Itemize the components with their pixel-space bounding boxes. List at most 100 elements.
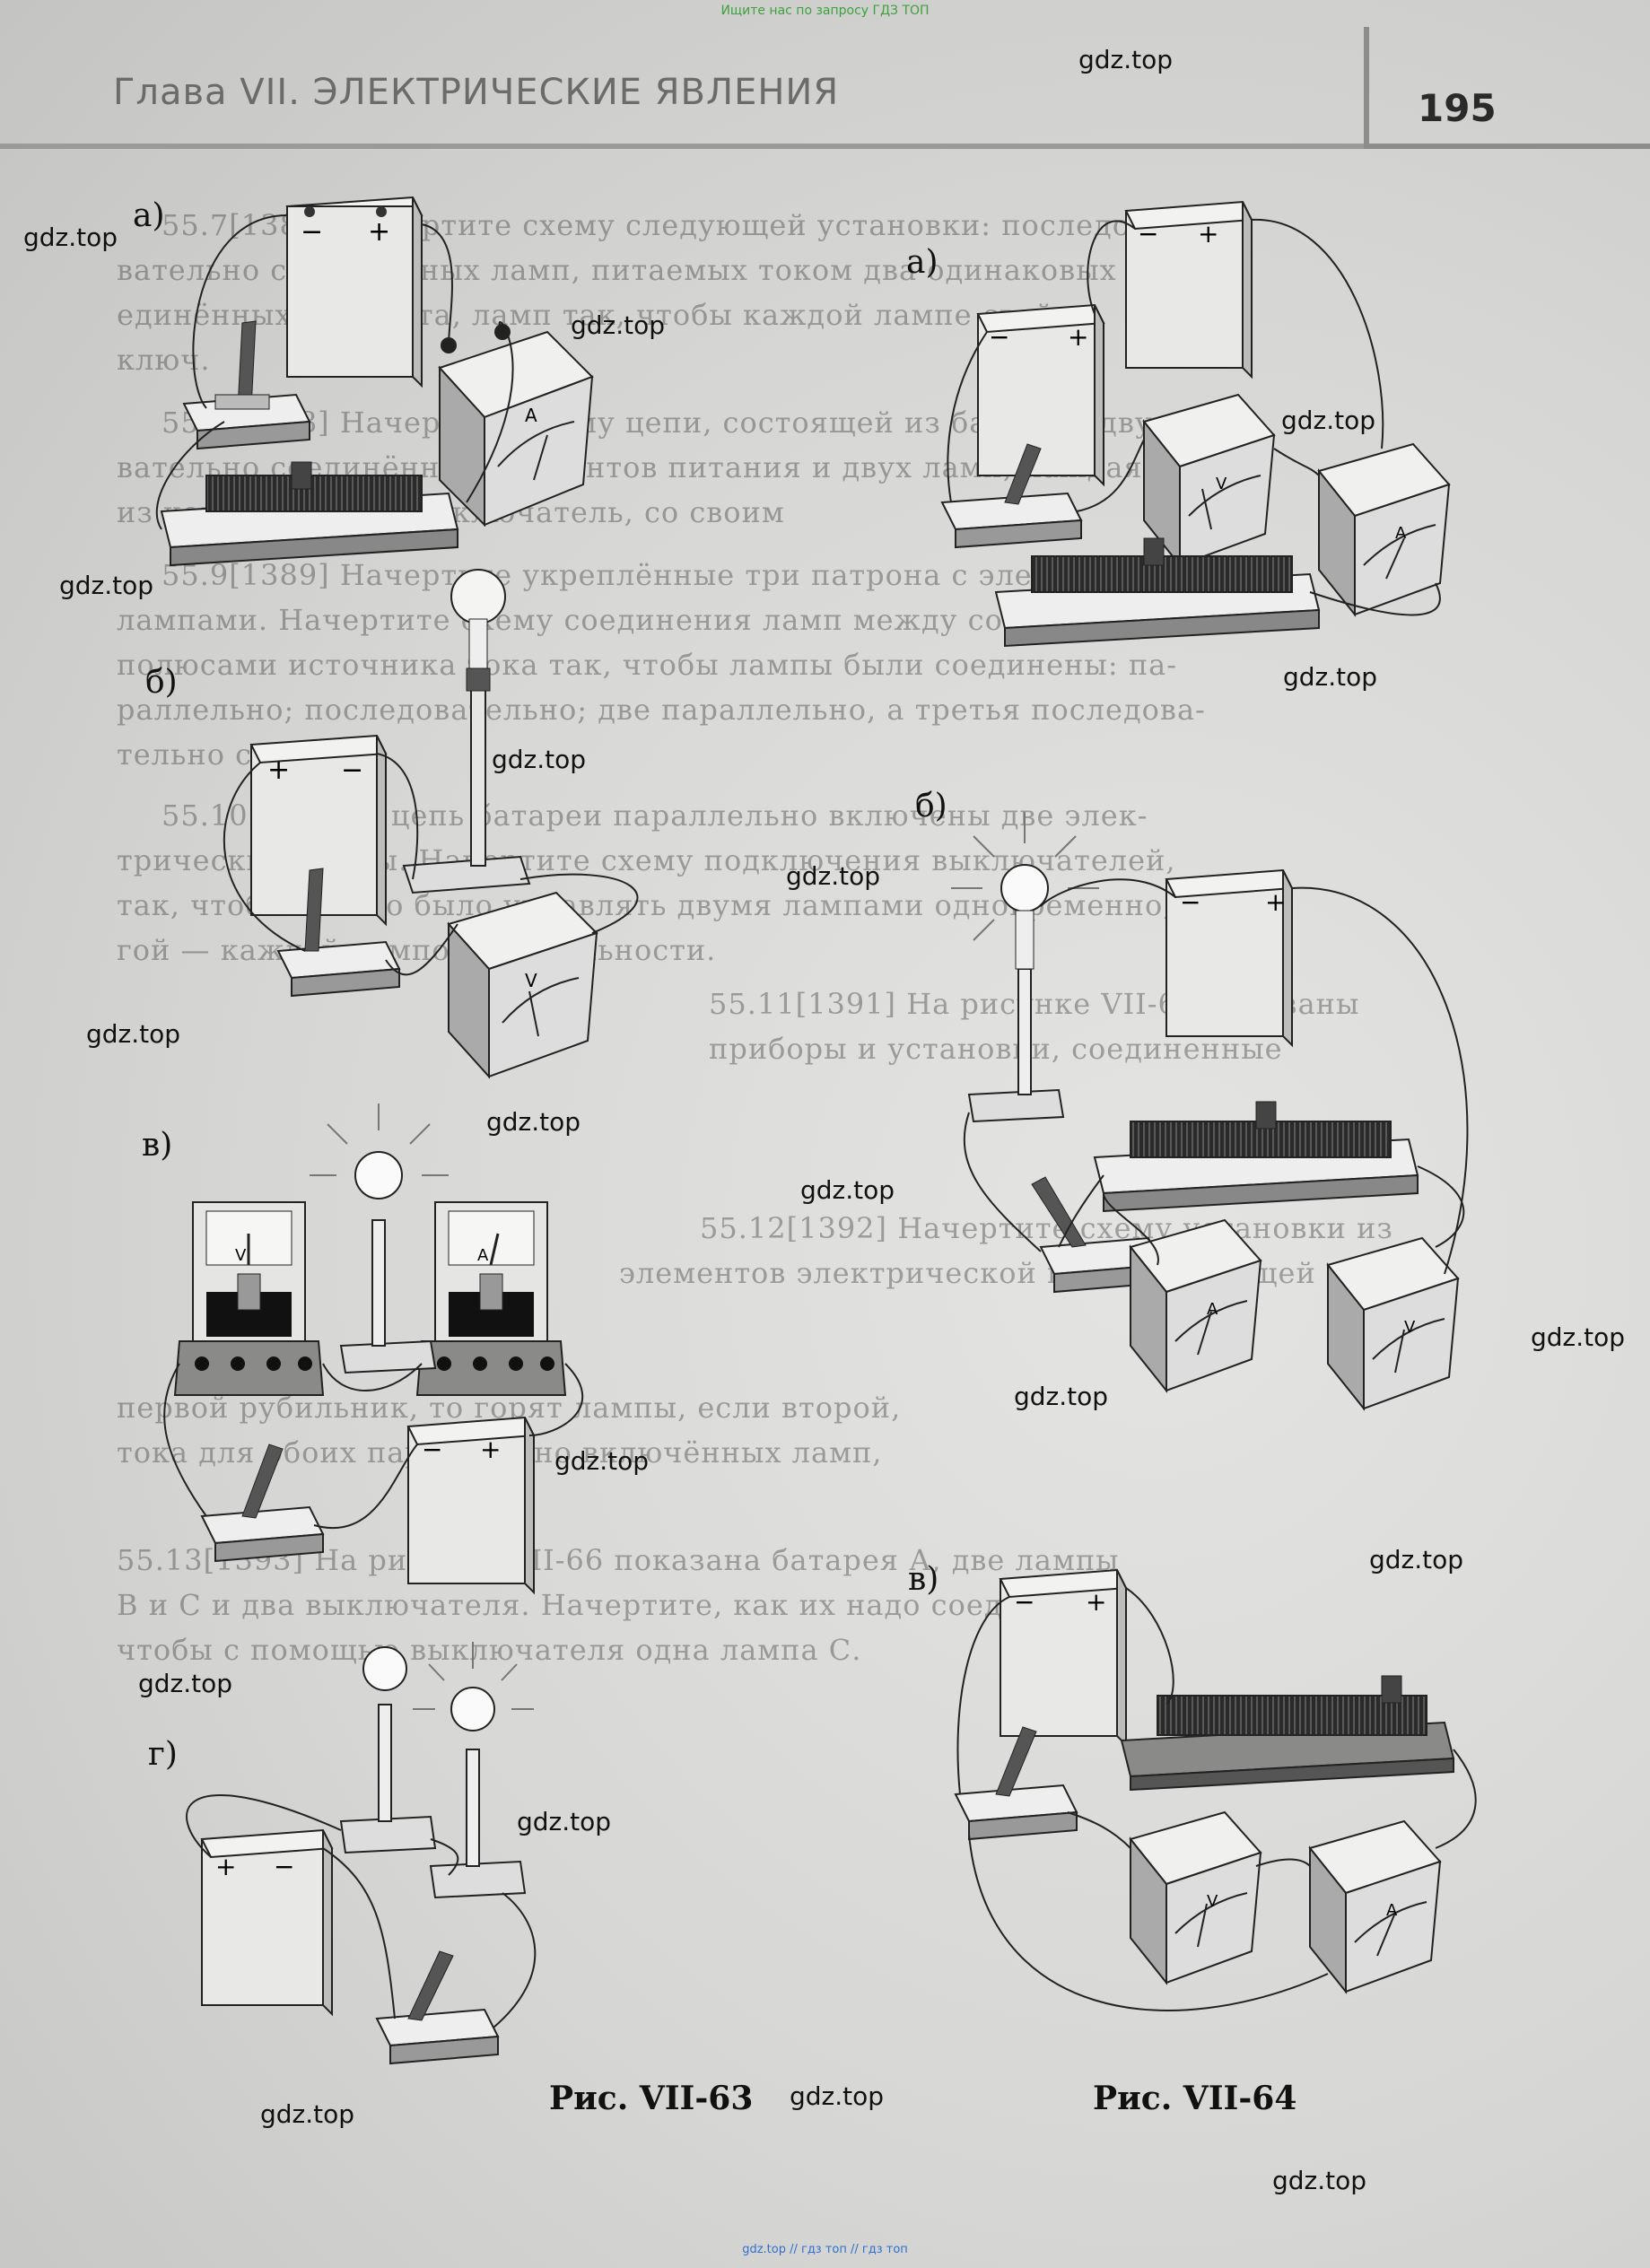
fig64-panel-v-label: в): [908, 1561, 939, 1598]
fig63a-wires: [155, 214, 514, 530]
fig63-panel-a-label: а): [133, 197, 165, 234]
watermark[interactable]: gdz.top: [23, 222, 118, 252]
svg-text:−: −: [274, 1852, 294, 1881]
fig63a-ammeter: A: [438, 324, 594, 528]
svg-text:A: A: [525, 405, 537, 426]
fig64v-wires: [956, 1587, 1477, 2011]
top-banner[interactable]: Ищите нас по запросу ГДЗ ТОП: [720, 4, 930, 18]
fig63v-wires: [163, 1363, 583, 1529]
fig63b-wires: [223, 753, 639, 976]
background-text-line: В и С и два выключателя. Начертите, как …: [117, 1588, 1106, 1622]
fig63-panel-v-label: в): [142, 1127, 173, 1164]
watermark[interactable]: gdz.top: [486, 1107, 581, 1137]
watermark[interactable]: gdz.top: [571, 310, 666, 340]
watermark[interactable]: gdz.top: [554, 1446, 650, 1476]
watermark[interactable]: gdz.top: [86, 1019, 181, 1049]
watermark[interactable]: gdz.top: [59, 571, 154, 600]
fig63a-rheostat: [160, 461, 459, 567]
svg-text:A: A: [477, 1246, 489, 1265]
fig64v-ammeter: A: [1308, 1819, 1442, 1994]
fig63b-voltmeter: V: [447, 891, 598, 1079]
fig63a-switch: [182, 320, 311, 450]
fig64v-voltmeter: V: [1129, 1810, 1262, 1985]
svg-text:+: +: [1265, 887, 1286, 917]
fig63g-lamps: [339, 1642, 534, 1899]
page-number-box: [1364, 27, 1650, 149]
fig63v-ammeter-left: V: [173, 1201, 325, 1396]
fig63v-battery: − +: [406, 1416, 536, 1595]
watermark[interactable]: gdz.top: [1014, 1382, 1109, 1411]
svg-text:+: +: [1198, 219, 1218, 249]
svg-text:+: +: [368, 216, 390, 248]
background-text-line: 55.12[1392] Начертите схему установки из: [700, 1211, 1393, 1245]
svg-text:V: V: [525, 970, 537, 991]
fig64v-battery: − +: [999, 1568, 1128, 1748]
fig64a-switch: [940, 443, 1083, 549]
header-rule: [0, 144, 1364, 149]
fig64-panel-a-label: а): [906, 244, 938, 281]
svg-text:−: −: [1138, 219, 1158, 249]
svg-text:V: V: [235, 1246, 247, 1265]
svg-text:V: V: [1404, 1318, 1416, 1337]
fig63-panel-b-label: б): [145, 664, 178, 701]
background-text-line: приборы и установки, соединенные: [709, 1032, 1283, 1066]
svg-text:−: −: [1014, 1587, 1035, 1617]
watermark[interactable]: gdz.top: [1531, 1322, 1626, 1352]
fig64-panel-b-label: б): [915, 788, 947, 824]
fig63v-ammeter-right: A: [415, 1201, 567, 1396]
fig63g-battery: + −: [200, 1828, 334, 2017]
fig64a-battery-top: − +: [1124, 200, 1253, 379]
watermark[interactable]: gdz.top: [1078, 45, 1174, 74]
fig63v-switch: [200, 1444, 325, 1563]
fig64a-rheostat: [994, 537, 1321, 648]
fig63g-switch: [375, 1950, 500, 2065]
background-text-line: гой — каждой лампой в отдельности.: [117, 933, 717, 967]
watermark[interactable]: gdz.top: [1283, 662, 1378, 692]
background-text-line: чтобы с помощью выключателя одна лампа С…: [117, 1633, 862, 1667]
watermark[interactable]: gdz.top: [517, 1807, 612, 1836]
svg-text:V: V: [1216, 475, 1227, 493]
fig63a-battery: − +: [285, 196, 423, 388]
watermark[interactable]: gdz.top: [1281, 406, 1376, 435]
fig64b-battery: − +: [1165, 868, 1294, 1048]
fig63b-lamp: [402, 569, 531, 894]
fig64a-wires: [947, 218, 1441, 616]
watermark[interactable]: gdz.top: [786, 861, 881, 891]
background-text-line: единённых элемента, ламп так, чтобы кажд…: [117, 298, 1055, 332]
svg-text:+: +: [215, 1852, 236, 1881]
svg-text:−: −: [341, 755, 363, 786]
fig64b-ammeter: A: [1129, 1218, 1262, 1393]
watermark[interactable]: gdz.top: [790, 2081, 885, 2111]
watermark[interactable]: gdz.top: [492, 745, 587, 774]
svg-text:+: +: [267, 755, 290, 786]
fig64-caption: Рис. VII-64: [1093, 2080, 1297, 2117]
fig64a-voltmeter: V: [1142, 393, 1276, 568]
fig64b-lamp: [951, 812, 1099, 1123]
fig63-caption: Рис. VII-63: [549, 2080, 754, 2117]
svg-text:A: A: [1207, 1300, 1218, 1319]
svg-text:−: −: [1180, 887, 1200, 917]
fig64v-rheostat: [1120, 1675, 1455, 1792]
fig63-panel-g-label: г): [148, 1736, 178, 1773]
watermark[interactable]: gdz.top: [1369, 1545, 1464, 1575]
watermark[interactable]: gdz.top: [1272, 2166, 1367, 2195]
fig64v-switch: [954, 1726, 1078, 1841]
svg-text:A: A: [1395, 524, 1407, 543]
fig64b-voltmeter: V: [1326, 1236, 1460, 1411]
fig64b-wires: [963, 878, 1469, 1275]
watermark[interactable]: gdz.top: [800, 1175, 895, 1205]
fig64a-ammeter: A: [1317, 442, 1451, 617]
fig64b-rheostat: [1093, 1101, 1419, 1213]
watermark[interactable]: gdz.top: [260, 2099, 355, 2129]
watermark[interactable]: gdz.top: [138, 1669, 233, 1698]
svg-text:−: −: [301, 216, 323, 248]
fig63b-switch: [276, 868, 401, 998]
svg-text:−: −: [989, 322, 1009, 352]
background-text-line: раллельно; последовательно; две параллел…: [117, 693, 1206, 727]
svg-text:V: V: [1207, 1892, 1218, 1911]
svg-text:A: A: [1386, 1901, 1398, 1920]
svg-text:+: +: [480, 1435, 501, 1464]
background-text-line: полюсами источника тока так, чтобы лампы…: [117, 648, 1178, 682]
bottom-banner[interactable]: gdz.top // гдз топ // гдз топ: [742, 2243, 908, 2256]
